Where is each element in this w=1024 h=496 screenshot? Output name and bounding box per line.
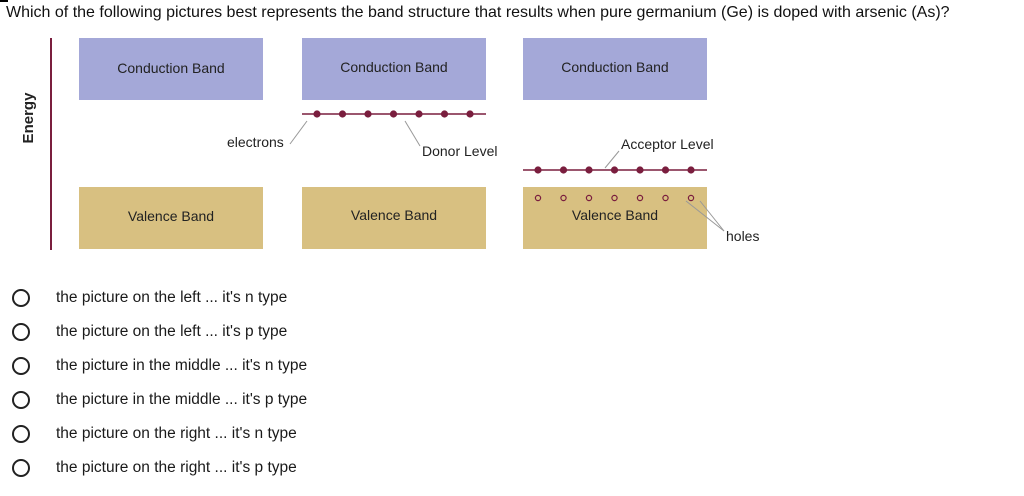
left-conduction-band <box>79 38 263 100</box>
option-3[interactable]: the picture in the middle ... it's p typ… <box>12 385 307 415</box>
electrons-label: electrons <box>227 134 284 150</box>
hole-circle <box>534 194 542 202</box>
acceptor-electron-dot <box>585 166 593 174</box>
question-text: Which of the following pictures best rep… <box>6 4 950 21</box>
option-0[interactable]: the picture on the left ... it's n type <box>12 283 287 313</box>
donor-electron-dot <box>440 110 449 118</box>
hole-circle <box>560 194 567 202</box>
hole-circle <box>611 194 618 202</box>
middle-conduction-label: Conduction Band <box>340 59 447 75</box>
acceptor-dots <box>534 166 695 174</box>
acceptor-electron-dot <box>661 166 670 174</box>
electrons-pointer <box>289 120 308 145</box>
acceptor-electron-dot <box>687 166 695 174</box>
donor-electron-dot <box>466 110 474 118</box>
corner-mark <box>0 0 8 2</box>
donor-electron-dot <box>338 110 347 118</box>
option-1[interactable]: the picture on the left ... it's p type <box>12 317 287 347</box>
donor-electron-dot <box>313 110 321 118</box>
middle-valence-band <box>302 187 486 249</box>
middle-valence-label: Valence Band <box>351 207 437 223</box>
energy-axis-label: Energy <box>20 92 37 144</box>
right-conduction-label: Conduction Band <box>561 59 668 75</box>
right-conduction-band <box>523 38 707 100</box>
middle-conduction-band <box>302 38 486 100</box>
donor-level-label: Donor Level <box>422 143 498 159</box>
radio-button[interactable] <box>12 289 30 307</box>
radio-button[interactable] <box>12 357 30 375</box>
option-label: the picture on the left ... it's n type <box>56 289 288 306</box>
acceptor-level-label: Acceptor Level <box>621 136 714 152</box>
option-label: the picture in the middle ... it's p typ… <box>56 391 308 408</box>
holes-label: holes <box>726 228 759 244</box>
option-label: the picture on the left ... it's p type <box>56 323 288 340</box>
left-conduction-label: Conduction Band <box>117 60 224 76</box>
holes-pointer-1 <box>685 200 725 232</box>
radio-button[interactable] <box>12 391 30 409</box>
option-label: the picture in the middle ... it's n typ… <box>56 357 308 374</box>
hole-circle <box>687 194 695 202</box>
left-valence-label: Valence Band <box>128 208 214 224</box>
hole-circle <box>636 194 644 202</box>
option-4[interactable]: the picture on the right ... it's n type <box>12 419 297 449</box>
radio-button[interactable] <box>12 425 30 443</box>
acceptor-electron-dot <box>534 166 542 174</box>
option-label: the picture on the right ... it's n type <box>56 425 297 442</box>
acceptor-electron-dot <box>610 166 619 174</box>
option-5[interactable]: the picture on the right ... it's p type <box>12 453 297 483</box>
radio-button[interactable] <box>12 459 30 477</box>
option-2[interactable]: the picture in the middle ... it's n typ… <box>12 351 307 381</box>
donor-electron-dot <box>415 110 423 118</box>
radio-button[interactable] <box>12 323 30 341</box>
donor-electron-dot <box>389 110 398 118</box>
donor-electron-dot <box>364 110 372 118</box>
donor-level-pointer <box>404 120 421 147</box>
hole-circle <box>585 194 593 202</box>
hole-circles <box>534 194 695 202</box>
option-label: the picture on the right ... it's p type <box>56 459 297 476</box>
right-valence-band <box>523 187 707 249</box>
donor-dots <box>313 110 474 118</box>
acceptor-electron-dot <box>559 166 568 174</box>
acceptor-level-pointer <box>604 150 620 169</box>
acceptor-electron-dot <box>636 166 644 174</box>
band-diagram: Energy Conduction Band Valence Band elec… <box>20 38 759 250</box>
holes-pointer-2 <box>699 200 725 232</box>
right-valence-label: Valence Band <box>572 207 658 223</box>
hole-circle <box>662 194 669 202</box>
left-valence-band <box>79 187 263 249</box>
